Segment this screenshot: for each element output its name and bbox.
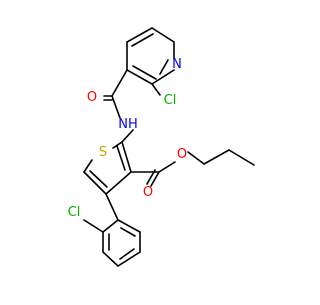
- bond: [111, 69, 128, 97]
- bond: [117, 251, 141, 267]
- nitrogen-pyridine: N: [172, 57, 182, 72]
- sulfur-thiophene: S: [99, 145, 107, 160]
- bond: [83, 159, 93, 173]
- bond: [187, 151, 205, 165]
- bond: [151, 27, 175, 43]
- bond: [102, 251, 119, 267]
- bond: [117, 219, 141, 233]
- bond: [83, 219, 104, 233]
- bond: [111, 95, 121, 119]
- bond: [121, 129, 134, 143]
- amide-nh: NH: [118, 117, 138, 132]
- bond: [203, 149, 230, 165]
- bonds: [83, 27, 255, 267]
- bond: [146, 169, 156, 185]
- bond: [119, 248, 135, 260]
- bond: [132, 65, 157, 80]
- molecule-structure: O NH Cl N S O O Cl: [68, 27, 255, 267]
- oxygen-ester: O: [177, 147, 187, 162]
- atom-labels: O NH Cl N S O O Cl: [68, 57, 187, 220]
- oxygen-carbonyl: O: [143, 185, 153, 200]
- bond: [89, 170, 108, 188]
- bond: [120, 227, 136, 237]
- bond: [131, 33, 154, 47]
- bond: [126, 27, 153, 43]
- bond: [126, 69, 153, 85]
- bond: [105, 171, 132, 195]
- bond: [105, 193, 119, 221]
- bond: [159, 59, 169, 75]
- bond: [83, 171, 107, 195]
- bond: [116, 145, 126, 171]
- bond: [112, 141, 123, 149]
- bond: [150, 171, 160, 187]
- bond: [151, 69, 175, 85]
- chlorine-pyridine: Cl: [164, 93, 177, 108]
- bond: [121, 141, 132, 173]
- bond: [158, 161, 176, 173]
- oxygen-amide: O: [87, 90, 97, 105]
- bond: [102, 219, 119, 233]
- bond: [228, 149, 255, 166]
- structure-canvas: O NH Cl N S O O Cl: [68, 27, 255, 267]
- chlorine-phenyl: Cl: [68, 205, 81, 220]
- bond: [151, 83, 161, 96]
